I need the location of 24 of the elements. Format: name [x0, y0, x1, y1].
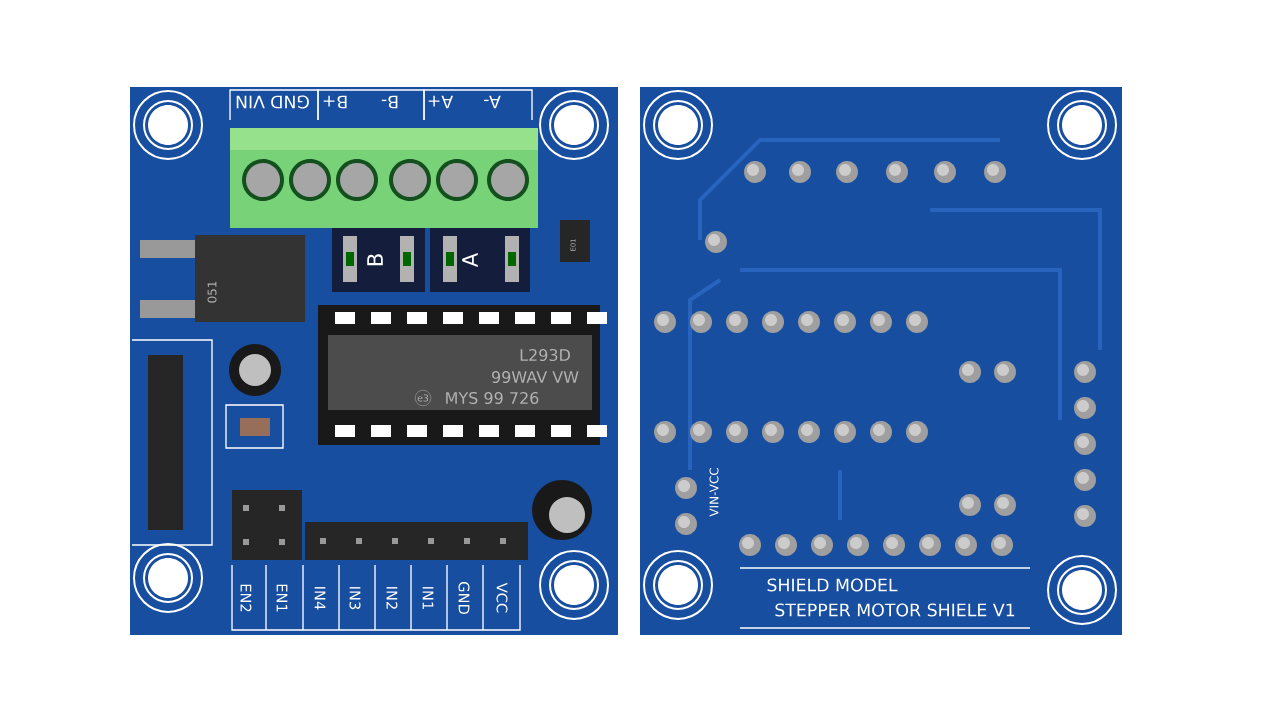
- silkscreen-label: IN4: [314, 587, 326, 610]
- silkscreen-label: SHIELD MODEL: [767, 578, 898, 592]
- chip-marking: 051: [207, 281, 217, 303]
- silkscreen-label: GND: [271, 95, 309, 109]
- silkscreen-label: VIN-VCC: [709, 467, 719, 517]
- silkscreen-label: STEPPER MOTOR SHIELE V1: [775, 603, 1015, 617]
- silkscreen-label: B+: [323, 95, 347, 109]
- silkscreen-label: B-: [381, 95, 398, 109]
- silkscreen-label: VCC: [496, 582, 508, 613]
- silkscreen-label: VIN: [236, 95, 265, 109]
- silkscreen-label: IN3: [349, 587, 361, 610]
- silkscreen-label: A+: [428, 95, 454, 109]
- silkscreen-label: IN1: [422, 587, 434, 609]
- chip-marking: L293D: [520, 348, 570, 362]
- silkscreen-label: GND: [458, 582, 470, 614]
- chip-marking: e3: [415, 390, 432, 406]
- silkscreen-label: EN1: [276, 584, 288, 612]
- silkscreen-label: A: [462, 252, 478, 268]
- silkscreen-label: IN2: [386, 587, 398, 609]
- silkscreen-label: B: [367, 254, 383, 266]
- chip-marking: 99WAV VW: [492, 370, 579, 384]
- silkscreen-label: A-: [483, 95, 501, 109]
- silkscreen-label: EN2: [240, 584, 252, 612]
- chip-marking: MYS 99 726: [446, 391, 539, 405]
